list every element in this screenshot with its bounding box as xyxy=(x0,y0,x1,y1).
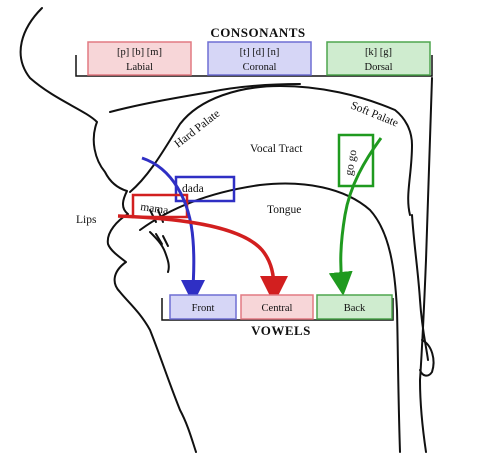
lips-label: Lips xyxy=(76,214,97,226)
consonants-heading: CONSONANTS xyxy=(210,25,305,40)
word-dada: dada xyxy=(182,183,204,195)
word-mama: mama xyxy=(140,201,170,217)
word-gogo: go go xyxy=(343,149,359,177)
vowel-central-label: Central xyxy=(262,303,293,314)
labial-label: Labial xyxy=(126,62,153,73)
consonant-box-labial: [p] [b] [m] Labial xyxy=(88,42,191,75)
tongue-label: Tongue xyxy=(267,204,301,216)
vowels-heading: VOWELS xyxy=(251,323,311,338)
dorsal-label: Dorsal xyxy=(365,62,393,73)
consonant-box-coronal: [t] [d] [n] Coronal xyxy=(208,42,311,75)
vowel-box-front: Front xyxy=(170,295,236,319)
vowel-box-central: Central xyxy=(241,295,313,319)
dorsal-sounds: [k] [g] xyxy=(365,47,392,58)
nasal-cavity-line xyxy=(110,84,300,112)
vocal-tract-label: Vocal Tract xyxy=(250,143,303,155)
labial-sounds: [p] [b] [m] xyxy=(117,47,162,58)
soft-palate-label: Soft Palate xyxy=(349,100,400,130)
word-box-mama: mama xyxy=(133,195,187,217)
vowel-back-label: Back xyxy=(344,303,366,314)
coronal-label: Coronal xyxy=(243,62,277,73)
pharynx-back-wall xyxy=(420,78,432,452)
vowel-front-label: Front xyxy=(192,303,215,314)
coronal-sounds: [t] [d] [n] xyxy=(240,47,280,58)
vowel-box-back: Back xyxy=(317,295,392,319)
consonant-box-dorsal: [k] [g] Dorsal xyxy=(327,42,430,75)
arrow-labial-to-central xyxy=(118,216,274,290)
hard-palate-label: Hard Palate xyxy=(172,108,222,151)
